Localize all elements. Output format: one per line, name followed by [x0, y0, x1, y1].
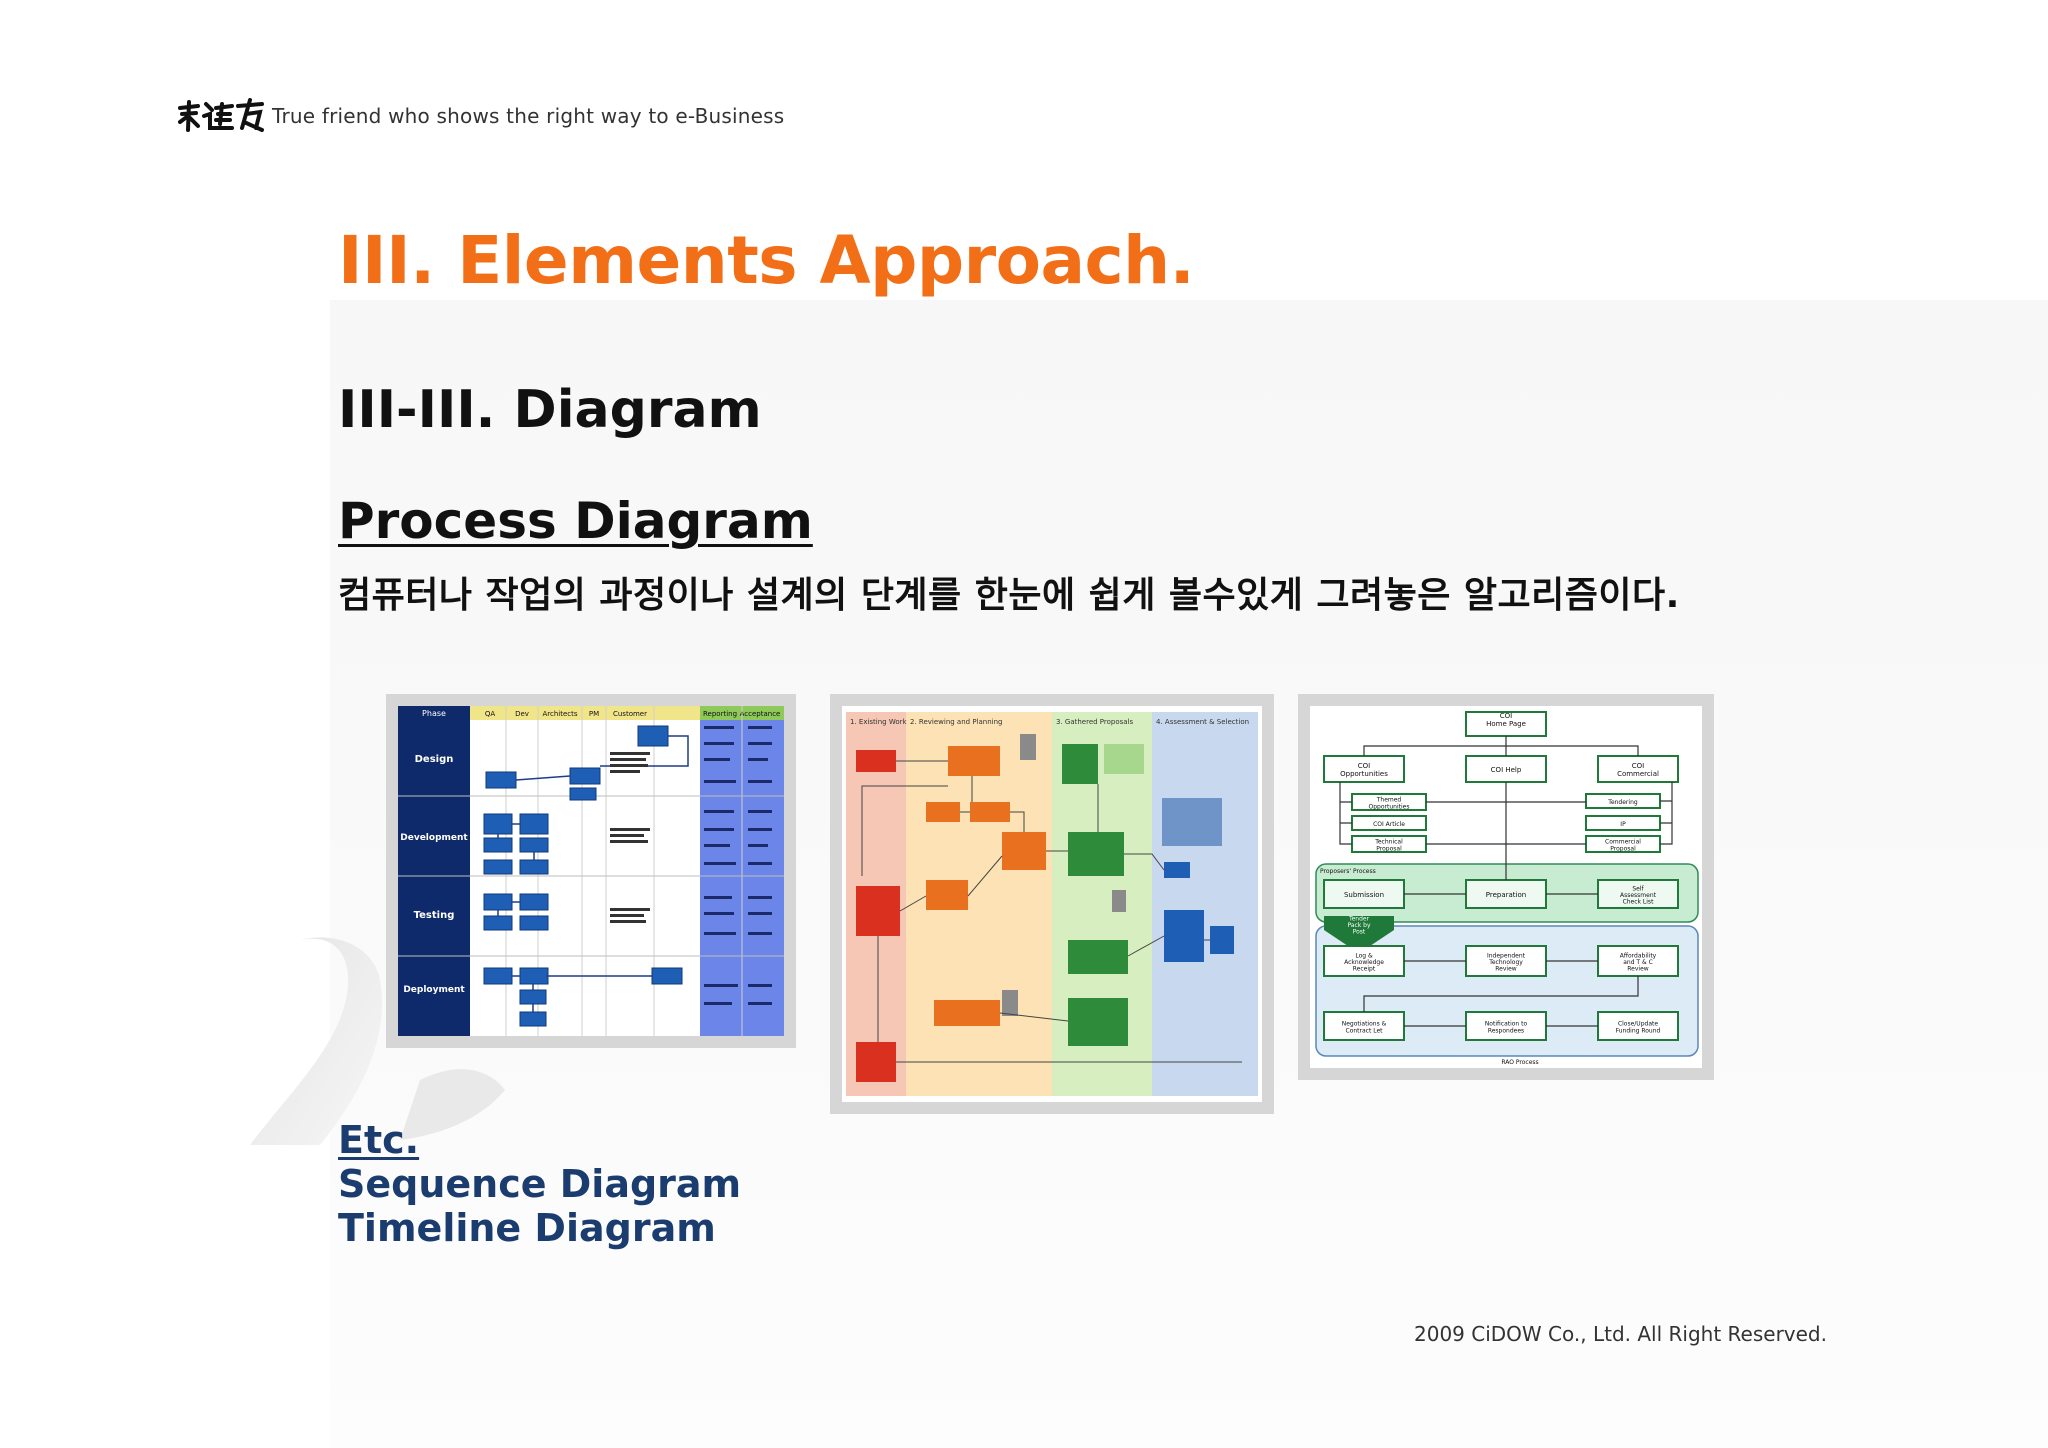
coi-article: COI Article	[1373, 821, 1405, 828]
column-reviewing-planning: 2. Reviewing and Planning	[910, 718, 1002, 726]
building-icon	[1002, 734, 1126, 1016]
phase-process-diagram: 1. Existing Work 2. Reviewing and Planni…	[830, 694, 1274, 1114]
swimlane-header-acceptance: Acceptance	[740, 710, 781, 718]
company-logo	[178, 98, 264, 132]
column-existing-work: 1. Existing Work	[850, 718, 908, 726]
section-description: 컴퓨터나 작업의 과정이나 설계의 단계를 한눈에 쉽게 볼수있게 그려놓은 알…	[338, 575, 1680, 616]
swimlane-header-pm: PM	[589, 710, 599, 718]
phase-process-diagram-image: 1. Existing Work 2. Reviewing and Planni…	[842, 706, 1262, 1102]
section-heading: Process Diagram	[338, 492, 813, 550]
coi-help: COI Help	[1491, 766, 1522, 774]
tendering: Tendering	[1607, 799, 1638, 806]
footer-copyright: 2009 CiDOW Co., Ltd. All Right Reserved.	[1414, 1322, 1827, 1346]
header-tagline: True friend who shows the right way to e…	[272, 104, 785, 128]
proposers-process: Proposers' Process	[1320, 868, 1376, 875]
swimlane-diagram-image: Phase QA Dev Architects PM Customer Repo…	[398, 706, 784, 1036]
swimlane-header-reporting: Reporting	[703, 710, 737, 718]
swimlane-diagram: Phase QA Dev Architects PM Customer Repo…	[386, 694, 796, 1048]
etc-item-sequence: Sequence Diagram	[338, 1162, 742, 1206]
negotiations: Negotiations &Contract Let	[1342, 1021, 1387, 1035]
preparation: Preparation	[1486, 891, 1526, 899]
phase-deployment: Deployment	[403, 985, 465, 995]
submission: Submission	[1344, 891, 1384, 899]
phase-development: Development	[400, 833, 468, 843]
header: True friend who shows the right way to e…	[176, 96, 784, 136]
swimlane-header-qa: QA	[485, 710, 496, 718]
etc-item-timeline: Timeline Diagram	[338, 1206, 716, 1250]
rao-process: RAO Process	[1501, 1059, 1538, 1066]
ip: IP	[1620, 821, 1626, 828]
column-assessment-selection: 4. Assessment & Selection	[1156, 718, 1249, 726]
swimlane-header-architects: Architects	[542, 710, 577, 718]
etc-list: Etc. Sequence Diagram Timeline Diagram	[338, 1118, 741, 1250]
etc-heading: Etc.	[338, 1118, 420, 1162]
swimlane-header-dev: Dev	[515, 710, 529, 718]
phase-testing: Testing	[414, 910, 455, 921]
slide-title: III. Elements Approach.	[338, 222, 1195, 299]
swimlane-header-phase: Phase	[422, 709, 446, 718]
swimlane-header-customer: Customer	[613, 710, 647, 718]
phase-design: Design	[415, 754, 454, 765]
decorative-swoosh	[250, 937, 505, 1145]
column-gathered-proposals: 3. Gathered Proposals	[1056, 718, 1134, 726]
slide-subtitle: III-III. Diagram	[338, 380, 762, 440]
